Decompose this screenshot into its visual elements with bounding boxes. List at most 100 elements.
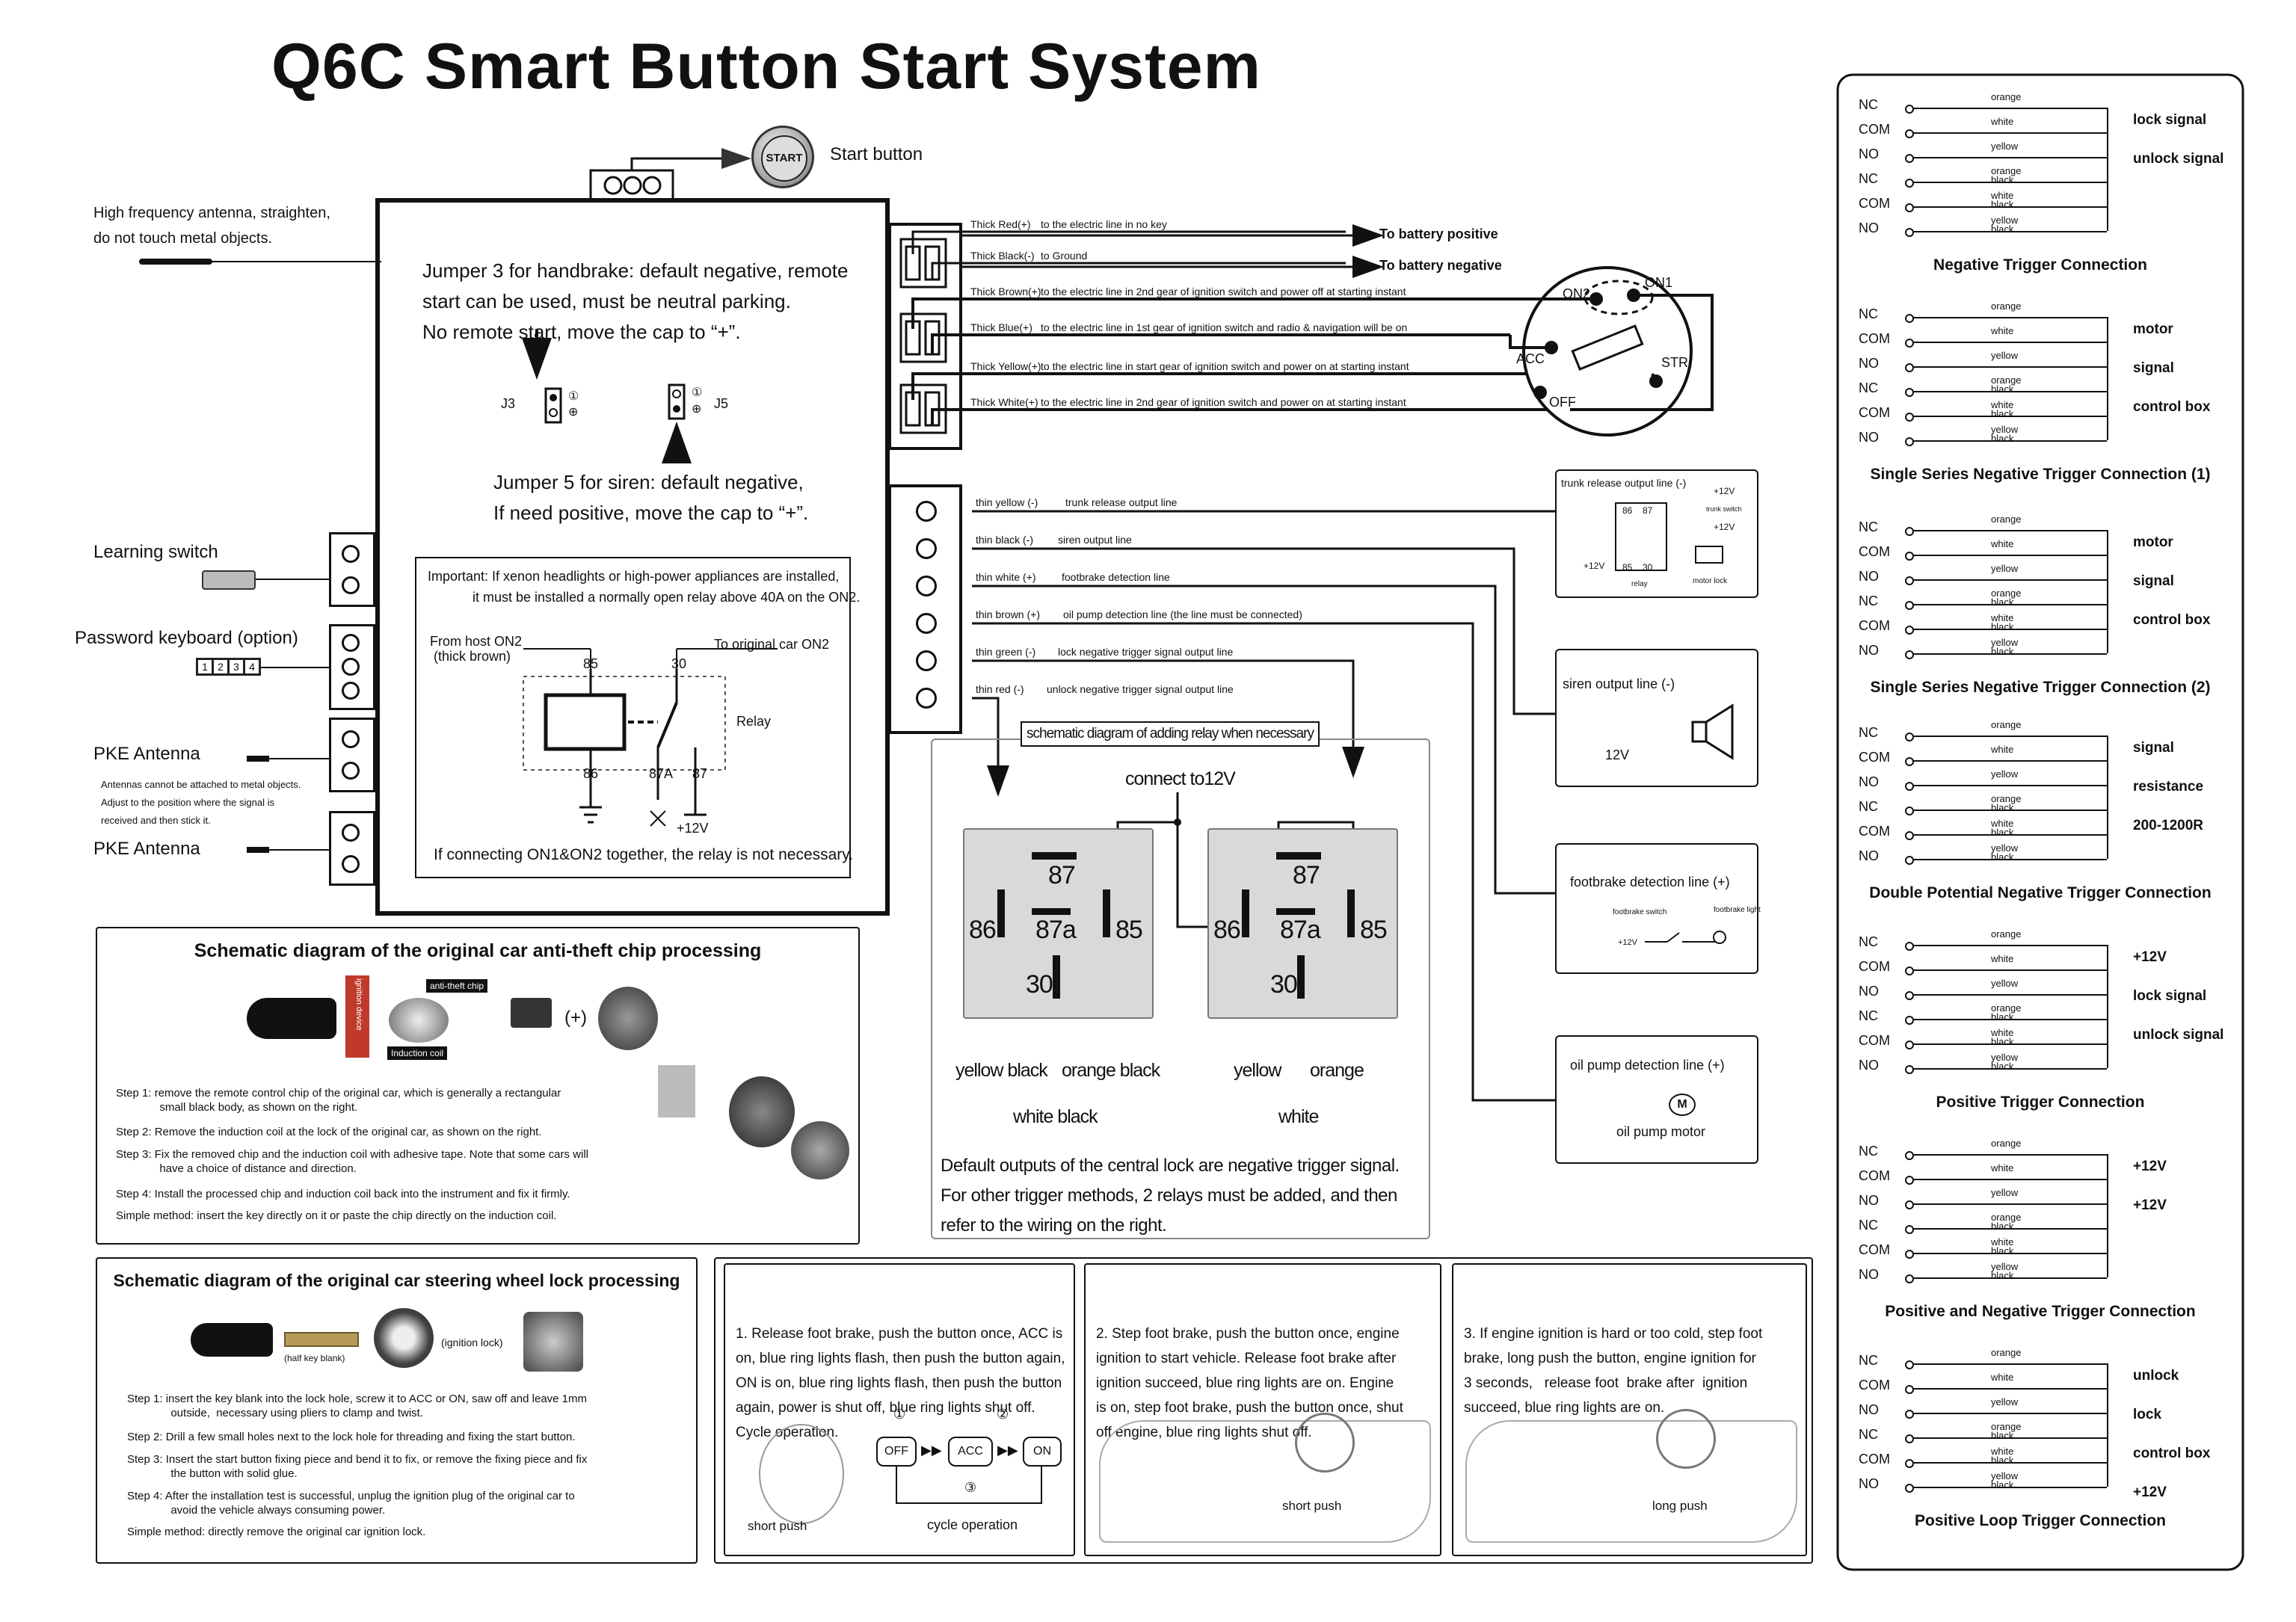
pin-87: 87 bbox=[692, 766, 708, 781]
terminal-label: COM bbox=[1859, 405, 1890, 420]
induction-coil-tag: Induction coil bbox=[387, 1046, 448, 1060]
section-note: +12V bbox=[2133, 1159, 2167, 1174]
keypad-key[interactable]: 2 bbox=[214, 660, 227, 673]
terminal-label: NO bbox=[1859, 1058, 1879, 1073]
keypad-icon[interactable]: 1 2 3 4 bbox=[196, 658, 261, 676]
section-title: Positive Trigger Connection bbox=[1936, 1094, 2145, 1111]
push-finger-illustration bbox=[759, 1424, 844, 1524]
thin-wire-name: thin brown (+) bbox=[976, 608, 1040, 620]
start-button-text: START bbox=[761, 135, 807, 182]
j3-plus-label: ⊕ bbox=[568, 406, 579, 419]
wire-color-label: orange bbox=[1991, 1347, 2022, 1358]
terminal-dot bbox=[1905, 339, 1914, 348]
relay-label: Relay bbox=[736, 714, 772, 729]
keypad-key[interactable]: 4 bbox=[245, 660, 259, 673]
wire-color-label: yellow black bbox=[1991, 637, 2019, 657]
terminal-dot bbox=[1905, 757, 1914, 766]
terminal-label: NO bbox=[1859, 1267, 1879, 1282]
operation-text: 3. If engine ignition is hard or too col… bbox=[1464, 1326, 1763, 1416]
wire-line bbox=[1912, 1363, 2107, 1365]
thin-terminal bbox=[916, 576, 937, 596]
chip-photo-2 bbox=[658, 1065, 695, 1117]
jumper5-text: Jumper 5 for siren: default negative, If… bbox=[493, 467, 808, 528]
thick-wire-name: Thick Blue(+) bbox=[970, 321, 1032, 333]
operation-card-2: 2. Step foot brake, push the button once… bbox=[1084, 1263, 1441, 1556]
motor-lock-icon bbox=[1695, 546, 1723, 564]
terminal-label: NO bbox=[1859, 147, 1879, 161]
thin-wire-desc: trunk release output line bbox=[1065, 496, 1178, 508]
terminal-label: NC bbox=[1859, 380, 1878, 395]
wire-line bbox=[1912, 969, 2107, 971]
wire-color-label: white black bbox=[1991, 1027, 2014, 1047]
terminal-dot bbox=[1905, 856, 1914, 865]
terminal-label: NO bbox=[1859, 569, 1879, 584]
thin-terminal bbox=[916, 613, 937, 634]
terminal-label: NO bbox=[1859, 1476, 1879, 1491]
thin-wire-name: thin white (+) bbox=[976, 571, 1036, 583]
j3-one-label: ① bbox=[568, 390, 579, 403]
cycle-off[interactable]: OFF bbox=[876, 1437, 917, 1467]
thick-wire-name: Thick White(+) bbox=[970, 396, 1038, 408]
terminal-dot bbox=[1905, 1065, 1914, 1074]
keypad-key[interactable]: 3 bbox=[230, 660, 243, 673]
relay-left-pin-87a: 87a bbox=[1035, 916, 1077, 944]
jumper-j5-label: J5 bbox=[714, 396, 729, 411]
jumper3-text: Jumper 3 for handbrake: default negative… bbox=[422, 256, 848, 348]
cycle-acc[interactable]: ACC bbox=[948, 1437, 993, 1467]
terminal-label: NC bbox=[1859, 1008, 1878, 1023]
keypad-key[interactable]: 1 bbox=[198, 660, 212, 673]
section-note: lock bbox=[2133, 1407, 2162, 1422]
footbrake-circuit bbox=[1645, 931, 1726, 944]
section-note: unlock bbox=[2133, 1368, 2179, 1384]
section-title: Negative Trigger Connection bbox=[1933, 256, 2147, 274]
relay-note-line: For other trigger methods, 2 relays must… bbox=[941, 1185, 1397, 1206]
wire-line bbox=[1912, 994, 2107, 996]
terminal-label: NC bbox=[1859, 97, 1878, 112]
relay-note-line: refer to the wiring on the right. bbox=[941, 1215, 1167, 1236]
chip-title: Schematic diagram of the original car an… bbox=[194, 940, 762, 961]
half-key-blank-icon bbox=[284, 1332, 359, 1347]
terminal-dot bbox=[1905, 1040, 1914, 1049]
pin-86: 86 bbox=[583, 766, 599, 781]
important-line: it must be installed a normally open rel… bbox=[473, 590, 861, 605]
terminal-dot bbox=[1905, 154, 1914, 163]
section-title: Positive and Negative Trigger Connection bbox=[1885, 1303, 2196, 1320]
trunk-12v-a: +12V bbox=[1714, 486, 1735, 496]
terminal-label: NC bbox=[1859, 1218, 1878, 1233]
start-button-label: Start button bbox=[830, 144, 923, 164]
siren-box: siren output line (-) 12V bbox=[1555, 649, 1758, 787]
cycle-n2: ② bbox=[997, 1407, 1009, 1422]
key-coil-photo bbox=[598, 987, 658, 1050]
cycle-on[interactable]: ON bbox=[1023, 1437, 1062, 1467]
trunk-switch-label: trunk switch bbox=[1706, 505, 1742, 513]
pke1-connector bbox=[329, 718, 375, 792]
operation-frame bbox=[714, 1257, 1813, 1564]
operation-text: 2. Step foot brake, push the button once… bbox=[1096, 1326, 1403, 1440]
ignition-acc: ACC bbox=[1516, 351, 1545, 366]
relay-left-bar-87 bbox=[1032, 852, 1077, 860]
cycle-arrow-1: ▶▶ bbox=[921, 1443, 942, 1458]
terminal-dot bbox=[1905, 576, 1914, 585]
start-button-icon[interactable]: START bbox=[751, 126, 814, 188]
wire-line bbox=[1912, 760, 2107, 762]
wire-color-label: orange bbox=[1991, 928, 2022, 940]
wire-color-label: white black bbox=[1991, 612, 2014, 632]
wire-line bbox=[1912, 108, 2107, 109]
relay-right-pin-85: 85 bbox=[1360, 916, 1388, 944]
terminal-dot bbox=[1905, 1434, 1914, 1443]
foot-brake-illustration-1 bbox=[1099, 1420, 1431, 1543]
wire-line bbox=[1912, 391, 2107, 392]
terminal-label: COM bbox=[1859, 1378, 1890, 1393]
pke-note: Antennas cannot be attached to metal obj… bbox=[101, 776, 301, 830]
wire-color-label: orange black bbox=[1991, 1212, 2022, 1232]
terminal-dot bbox=[1905, 831, 1914, 840]
bus-line bbox=[2107, 1363, 2108, 1487]
terminal-label: COM bbox=[1859, 750, 1890, 765]
wire-color-label: orange black bbox=[1991, 374, 2022, 395]
wire-color-label: orange bbox=[1991, 91, 2022, 102]
section-note: signal bbox=[2133, 573, 2174, 589]
ignition-on1: ON1 bbox=[1645, 275, 1673, 290]
learning-switch-icon[interactable] bbox=[202, 570, 256, 590]
terminal-label: NO bbox=[1859, 430, 1879, 445]
